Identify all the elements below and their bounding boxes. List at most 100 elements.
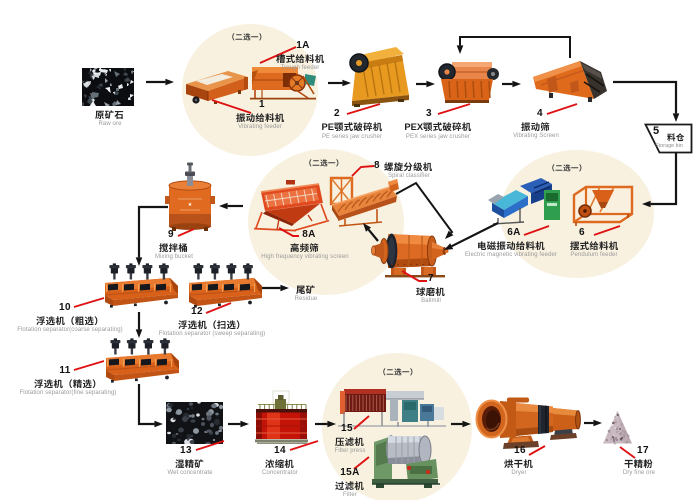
flotation-coarse-image	[104, 263, 178, 308]
callout-electromagnetic-vibrating-feeder	[523, 225, 550, 236]
callout-flotation-coarse	[73, 297, 105, 308]
label-dryer-number: 16	[514, 445, 526, 456]
pex-jaw-crusher-image	[438, 62, 499, 103]
callout-vibrating-feeder	[211, 99, 252, 114]
label-spiral-classifier: 8螺旋分级机Spiral classifier	[374, 160, 433, 179]
arrow-classifier-group-to-mixing-bucket	[219, 202, 243, 210]
spiral-classifier-image	[329, 176, 399, 227]
label-flotation-coarse-english: Flotation separator(coarse separating)	[17, 326, 123, 333]
label-pendulum-feeder-number: 6	[579, 227, 585, 238]
label-wet-concentrate: 13 湿精矿Wet concentrate	[125, 445, 255, 476]
label-electromagnetic-vibrating-feeder: 6A电磁振动给料机Electric magnetic vibrating fee…	[446, 227, 576, 258]
label-filter-number: 15A	[340, 467, 360, 478]
label-pendulum-feeder-chinese: 摆式给料机	[569, 240, 619, 250]
arrow-filters-to-dryer	[451, 420, 471, 428]
callout-spiral-classifier	[351, 165, 375, 177]
wet-concentrate-image	[166, 402, 223, 444]
raw-ore-image	[82, 68, 134, 106]
label-pex-jaw-crusher: 3PEX颚式破碎机PEXPEX series jaw crusher	[373, 108, 503, 140]
label-high-frequency-screen-number: 8A	[302, 229, 316, 240]
arrow-flotation-fine-to-wet-concentrate	[137, 384, 163, 428]
vibrating-feeder-image	[186, 71, 248, 104]
label-flotation-sweep-chinese: 浮选机（扫选）	[178, 319, 246, 329]
arrow-feeder-to-pe-crusher	[328, 79, 351, 87]
label-raw-ore: 原矿石Raw ore	[45, 108, 175, 128]
mixing-bucket-image: ★	[165, 162, 215, 231]
label-mixing-bucket-chinese: 搅拌桶	[159, 242, 188, 252]
label-filter-chinese: 过滤机	[335, 480, 365, 490]
label-filter-press: 15压滤机Filter press	[285, 423, 415, 454]
label-vibrating-screen-number: 4	[537, 108, 543, 119]
label-wet-concentrate-english: Wet concentrate	[167, 469, 213, 476]
label-spiral-classifier-number: 8	[374, 160, 380, 172]
arrow-pex-to-screen	[502, 80, 521, 88]
label-filter-press-chinese: 压滤机	[335, 436, 365, 446]
arrow-raw-ore-to-feeder	[146, 78, 174, 86]
callout-filter-press	[353, 415, 370, 430]
label-high-frequency-screen-english: High frequency vibrating screen	[261, 253, 349, 260]
label-trough-feeder-chinese: 槽式给料机	[275, 53, 325, 63]
label-dryer-chinese: 烘干机	[504, 458, 534, 468]
callout-concentrator	[289, 440, 319, 451]
arrow-flotation-sweep-to-residue	[262, 284, 289, 292]
flow-arrows	[135, 36, 680, 428]
arrow-mixing-bucket-to-flotation-coarse	[135, 205, 168, 266]
label-flotation-coarse: 10 浮选机（粗选）Flotation separator(coarse sepa…	[5, 302, 135, 333]
callout-pendulum-feeder	[593, 225, 621, 236]
trough-feeder-image	[250, 67, 316, 100]
label-pe-jaw-crusher-chinese: PE颚式破碎机PE	[321, 121, 383, 132]
label-trough-feeder: 1A槽式给料机Trough feeder	[235, 40, 365, 71]
label-flotation-fine: 11浮选机（精选）Flotation separator(fine separa…	[3, 365, 133, 396]
label-pendulum-feeder: 6摆式给料机Pendulum feeder	[529, 227, 659, 258]
label-flotation-sweep-number: 12	[191, 306, 203, 317]
callout-wet-concentrate	[195, 440, 225, 451]
label-ball-mill-english: Ballmill	[421, 297, 441, 304]
label-residue: 尾矿Residue	[266, 283, 346, 303]
label-vibrating-feeder-number: 1	[259, 99, 265, 110]
flotation-fine-image	[105, 338, 179, 383]
label-dry-fine-ore: 17干精粉Dry fine ore	[574, 445, 698, 476]
label-spiral-classifier-chinese: 螺旋分级机	[384, 162, 433, 172]
label-pex-jaw-crusher-number: 3	[426, 108, 432, 119]
em-feeder-image	[488, 178, 560, 225]
label-storage-bin-chinese: 料仓	[667, 133, 685, 142]
red-callout-lines	[73, 46, 636, 470]
label-concentrator-number: 14	[274, 445, 286, 456]
label-vibrating-screen-english: Vibrating Screen	[513, 132, 559, 139]
choose-one-label-2: （二选一）	[304, 159, 344, 167]
label-vibrating-screen-chinese: 振动筛	[521, 121, 550, 131]
label-filter-press-number: 15	[341, 423, 353, 434]
choose-one-label-1: （二选一）	[227, 33, 267, 41]
label-flotation-coarse-number: 10	[59, 302, 71, 313]
label-mixing-bucket: 9搅拌桶Mixing bucket	[109, 229, 239, 260]
pendulum-feeder-image	[572, 185, 634, 226]
label-pex-jaw-crusher-chinese: PEX颚式破碎机PEX	[404, 121, 472, 132]
pe-jaw-crusher-image	[349, 47, 409, 107]
label-pex-jaw-crusher-english: PEX series jaw crusher	[405, 133, 471, 140]
label-dryer-english: Dryer	[511, 469, 527, 476]
label-electromagnetic-vibrating-feeder-english: Electric magnetic vibrating feeder	[464, 251, 558, 258]
label-raw-ore-chinese: 原矿石	[95, 110, 124, 120]
label-electromagnetic-vibrating-feeder-chinese: 电磁振动给料机	[477, 240, 545, 250]
hf-screen-image	[253, 180, 330, 232]
label-flotation-sweep: 12浮选机（扫选）Flotation separator (sweep sepa…	[147, 306, 277, 337]
label-filter-english: Filter	[343, 491, 357, 498]
label-flotation-fine-number: 11	[59, 365, 71, 376]
label-wet-concentrate-number: 13	[180, 445, 192, 456]
label-raw-ore-english: Raw ore	[98, 121, 122, 128]
label-ball-mill: 7球磨机Ballmill	[366, 273, 496, 304]
label-high-frequency-screen: 8A 高频筛High frequency vibrating screen	[240, 229, 370, 260]
label-wet-concentrate-chinese: 湿精矿	[175, 458, 204, 468]
concentrator-image	[255, 390, 308, 444]
label-storage-bin: 5料仓Storage bin	[646, 124, 692, 152]
arrow-pe-to-pex-crusher	[416, 80, 435, 88]
arrow-feeders-to-ball-mill	[444, 222, 499, 250]
label-flotation-coarse-chinese: 浮选机（粗选）	[36, 315, 104, 325]
label-high-frequency-screen-chinese: 高频筛	[290, 242, 319, 252]
flotation-sweep-image	[188, 263, 262, 308]
callout-pe-jaw-crusher	[346, 103, 381, 115]
label-dry-fine-ore-chinese: 干精粉	[624, 458, 653, 468]
callout-dry-fine-ore	[619, 446, 636, 459]
filter-press-image	[338, 389, 446, 427]
